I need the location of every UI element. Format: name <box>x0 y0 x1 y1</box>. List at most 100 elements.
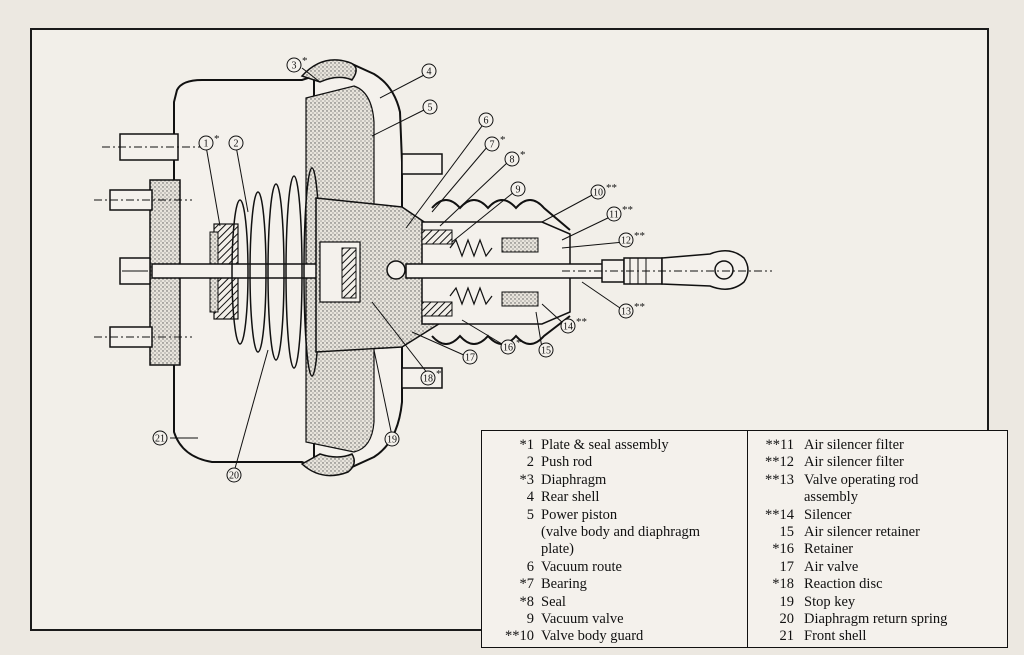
callout-circle <box>384 431 400 447</box>
callout-mark: * <box>214 133 220 145</box>
legend-part-name: Front shell <box>804 628 867 645</box>
callout-circle <box>286 57 302 73</box>
callout-circle <box>538 342 554 358</box>
callout-9: 9 <box>510 181 526 197</box>
diaphragm-return-spring <box>231 167 321 377</box>
callout-circle <box>152 430 168 446</box>
callout-1: 1* <box>198 133 220 151</box>
callout-number: 16 <box>503 343 513 354</box>
callout-mark: * <box>520 149 526 161</box>
callout-10: 10** <box>590 182 617 200</box>
legend-row: **10 Valve body guard <box>482 627 1002 645</box>
callout-circle <box>226 467 242 483</box>
callout-14: 14** <box>560 316 587 334</box>
callout-mark: * <box>302 55 308 67</box>
callout-circle <box>462 349 478 365</box>
legend-part-name: Seal <box>541 593 566 610</box>
callout-circle <box>590 184 606 200</box>
callout-20: 20 <box>226 467 242 483</box>
legend-row: plate) <box>482 540 1002 558</box>
callout-number: 14 <box>563 322 573 333</box>
callout-12: 12** <box>618 230 645 248</box>
callout-19: 19 <box>384 431 400 447</box>
push-rod <box>151 263 339 279</box>
legend-row: assembly <box>482 488 1002 506</box>
legend-row: *18 Reaction disc <box>482 575 1002 593</box>
callout-number: 13 <box>621 307 631 318</box>
callout-number: 9 <box>516 185 521 196</box>
valve-operating-rod <box>405 263 607 279</box>
legend-part-name: Air silencer filter <box>804 454 904 471</box>
callout-number: 10 <box>593 188 603 199</box>
legend-part-number: 15 <box>779 524 795 540</box>
callout-number: 4 <box>427 67 432 78</box>
legend-row: (valve body and diaphragm <box>482 523 1002 541</box>
legend-row: **13 Valve operating rod <box>482 471 1002 489</box>
callout-circle <box>421 63 437 79</box>
callout-number: 20 <box>229 471 239 482</box>
legend-part-number: 19 <box>779 593 795 610</box>
legend-part-name: Plate & seal assembly <box>541 437 669 453</box>
legend-part-number: 21 <box>779 628 795 645</box>
legend-part-name: Valve body guard <box>541 628 644 645</box>
legend-part-name: Valve operating rod <box>804 471 919 488</box>
callout-number: 21 <box>155 434 165 445</box>
legend-row: **12 Air silencer filter <box>482 453 1002 471</box>
callout-mark: * <box>500 134 506 146</box>
callout-3: 3* <box>286 55 308 73</box>
legend-part-name: Air silencer filter <box>804 437 904 453</box>
legend-part-number: *16 <box>772 541 794 558</box>
legend-part-name: Diaphragm <box>541 471 607 488</box>
callout-mark: ** <box>634 301 645 313</box>
legend-column-divider <box>747 431 749 647</box>
legend-part-name: Bearing <box>541 576 587 593</box>
legend-part-name: Silencer <box>804 506 852 523</box>
legend-part-number: **13 <box>765 471 794 488</box>
legend-part-number: 5 <box>526 506 534 523</box>
legend-part-number: *7 <box>519 576 535 593</box>
callout-number: 11 <box>609 210 619 221</box>
legend-part-number: *18 <box>772 576 794 593</box>
callout-8: 8* <box>504 149 526 167</box>
callout-circle <box>500 339 516 355</box>
legend-part-number: 4 <box>526 489 534 506</box>
callout-mark: ** <box>606 182 617 194</box>
callout-mark: ** <box>622 204 633 216</box>
legend-part-number: **12 <box>765 454 794 471</box>
callout-circle <box>504 151 520 167</box>
callout-mark: * <box>436 368 442 380</box>
callout-circle <box>618 232 634 248</box>
callout-circle <box>560 318 576 334</box>
callout-number: 17 <box>465 353 475 364</box>
legend-row: *7 Bearing <box>482 575 1002 593</box>
callout-21: 21 <box>152 430 168 446</box>
callout-circle <box>420 370 436 386</box>
callout-18: 18* <box>420 368 442 386</box>
callout-17: 17 <box>462 349 478 365</box>
legend-part-number: **10 <box>505 628 534 645</box>
callout-number: 19 <box>387 435 397 446</box>
reaction-disc <box>341 247 357 299</box>
callout-mark: ** <box>634 230 645 242</box>
callout-number: 2 <box>234 139 239 150</box>
legend-part-name: plate) <box>541 541 575 558</box>
legend-part-name: Reaction disc <box>804 576 883 593</box>
legend-part-number: 9 <box>526 611 534 627</box>
callout-circle <box>478 112 494 128</box>
legend-row: 21 Front shell <box>482 627 1002 645</box>
